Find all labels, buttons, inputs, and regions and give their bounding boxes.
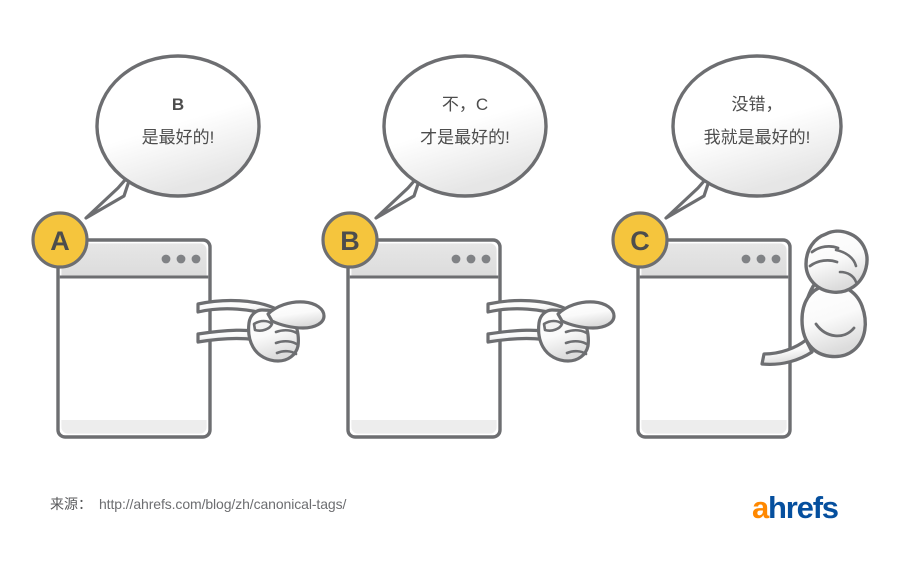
badge-letter-c: C: [630, 226, 650, 256]
bubble-tail-b: [374, 170, 424, 220]
bubble-a-line-1: B: [172, 95, 184, 114]
source-url[interactable]: http://ahrefs.com/blog/zh/canonical-tags…: [99, 496, 347, 512]
panel-c: 没错， 我就是最好的! C: [611, 54, 869, 439]
browser-window-c[interactable]: [636, 238, 792, 439]
badge-c: C: [611, 211, 669, 269]
pointing-hand-icon-a: [196, 298, 326, 363]
badge-b: B: [321, 211, 379, 269]
bubble-b-line-2: 才是最好的!: [420, 128, 510, 147]
bubble-body-b: [382, 54, 548, 198]
bubble-a-line-2: 是最好的!: [142, 128, 215, 147]
panel-a: B 是最好的! A: [31, 54, 326, 439]
window-dots-b: [451, 254, 491, 264]
logo-text-rest: hrefs: [768, 490, 839, 525]
browser-window-a[interactable]: [56, 238, 212, 439]
speech-bubble-b: 不，C 才是最好的!: [374, 54, 548, 220]
browser-window-b[interactable]: [346, 238, 502, 439]
bubble-body-c: [671, 54, 843, 198]
logo-letter-a: a: [752, 490, 769, 525]
bubble-tail-a: [84, 170, 134, 220]
badge-letter-a: A: [50, 226, 70, 256]
ahrefs-logo[interactable]: ahrefs: [752, 490, 839, 525]
badge-circle-c: [611, 211, 669, 269]
pointing-hand-icon-b: [486, 298, 616, 363]
source-credit: 来源： http://ahrefs.com/blog/zh/canonical-…: [50, 494, 346, 514]
badge-circle-b: [321, 211, 379, 269]
bubble-c-line-2: 我就是最好的!: [704, 128, 811, 147]
badge-a: A: [31, 211, 89, 269]
window-dots-c: [741, 254, 781, 264]
badge-letter-b: B: [340, 226, 360, 256]
source-label: 来源：: [50, 496, 92, 512]
speech-bubble-a: B 是最好的!: [84, 54, 261, 220]
bubble-c-line-1: 没错，: [732, 95, 783, 114]
bubble-tail-c: [664, 170, 714, 220]
bubble-body-a: [95, 54, 261, 198]
bubble-b-line-1: 不，C: [442, 95, 488, 114]
badge-circle-a: [31, 211, 89, 269]
panel-b: 不，C 才是最好的! B: [321, 54, 616, 439]
window-dots-a: [161, 254, 201, 264]
speech-bubble-c: 没错， 我就是最好的!: [664, 54, 843, 220]
